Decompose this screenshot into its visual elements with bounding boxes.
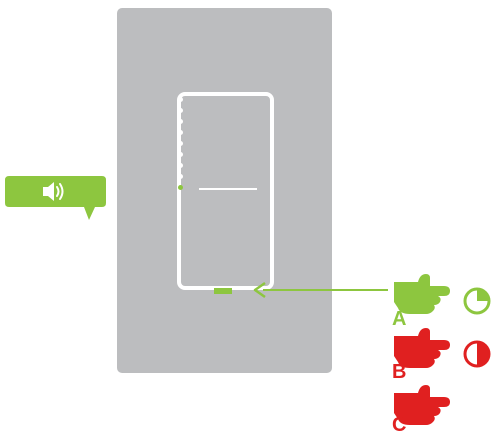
led-dot <box>178 97 183 102</box>
option-label: B <box>392 362 406 382</box>
option-label: C <box>392 415 406 435</box>
led-dot <box>178 185 183 190</box>
led-dot <box>178 108 183 113</box>
led-dot <box>178 152 183 157</box>
led-dot <box>178 130 183 135</box>
clock-icon <box>462 339 492 369</box>
paddle-divider <box>199 188 257 190</box>
led-dot <box>178 141 183 146</box>
dimmer-paddle[interactable] <box>177 92 274 290</box>
press-arrow <box>253 280 388 300</box>
led-dot <box>178 174 183 179</box>
clock-icon <box>462 286 492 316</box>
led-dot <box>178 163 183 168</box>
tap-button[interactable] <box>214 288 232 294</box>
speech-bubble <box>5 176 106 220</box>
led-dot <box>178 119 183 124</box>
